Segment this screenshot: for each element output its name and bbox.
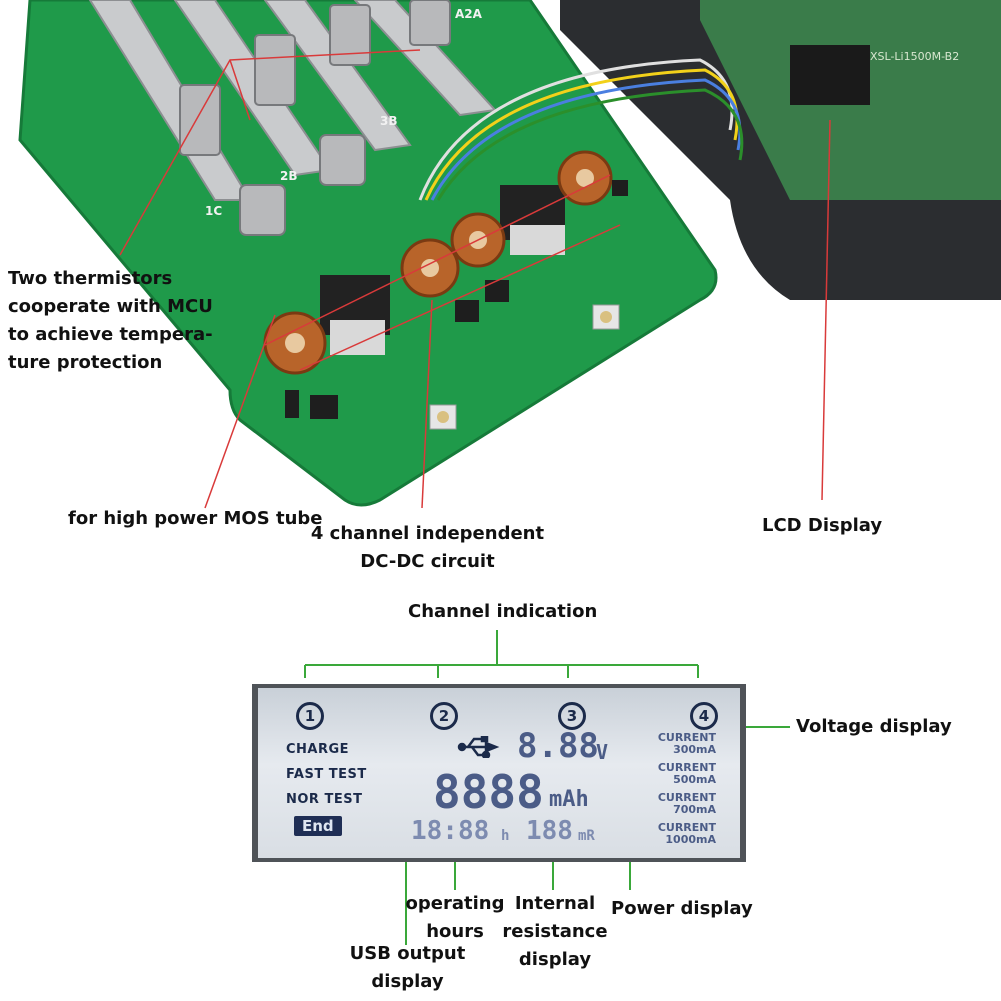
channel-4-indicator: 4	[690, 702, 718, 730]
callout-internal-resistance: Internal resistance display	[502, 893, 608, 970]
resistance-digits: 188	[526, 816, 573, 846]
tact-switches	[429, 304, 620, 430]
slot-marker-1: 1C	[205, 204, 222, 218]
mode-fast-test: FAST TEST	[286, 767, 367, 782]
lcd-controller-chip	[790, 45, 870, 105]
slot-marker-4: A2A	[455, 7, 483, 21]
time-digits: 18:88	[411, 816, 490, 846]
red-leader-lines	[119, 49, 831, 509]
capacity-unit: mAh	[549, 787, 589, 812]
callout-voltage-display: Voltage display	[796, 716, 952, 737]
resistance-unit: mR	[578, 828, 595, 844]
channel-1-indicator: 1	[296, 702, 324, 730]
mode-nor-test: NOR TEST	[286, 792, 363, 807]
callout-thermistors: Two thermistors cooperate with MCU to ac…	[8, 268, 213, 373]
callout-mos-tube: for high power MOS tube	[68, 508, 323, 529]
channel-2-indicator: 2	[430, 702, 458, 730]
lcd-panel: 1 2 3 4 CHARGE FAST TEST NOR TEST End 8.…	[252, 684, 746, 862]
mos-tubes	[320, 185, 565, 355]
callout-lcd-display: LCD Display	[762, 515, 883, 536]
lcd-module-housing: XSL-Li1500M-B2	[560, 0, 1001, 300]
time-unit: h	[501, 828, 510, 844]
ribbon-wires	[418, 58, 744, 201]
small-ics	[285, 180, 628, 419]
mode-end: End	[294, 816, 342, 836]
highlight-boxes	[264, 174, 621, 371]
capacity-digits: 8888	[433, 765, 544, 819]
battery-contacts	[179, 0, 451, 236]
callout-dcdc: 4 channel independent DC-DC circuit	[310, 523, 545, 572]
voltage-digits: 8.88	[517, 726, 599, 766]
usb-icon	[457, 736, 500, 758]
pcb-photo: XSL-Li1500M-B2	[18, 0, 1001, 509]
slot-marker-2: 2B	[280, 169, 298, 183]
callout-power-display: Power display	[611, 898, 753, 919]
slot-marker-3: 3B	[380, 114, 398, 128]
callout-channel-indication: Channel indication	[408, 601, 598, 622]
mode-charge: CHARGE	[286, 742, 350, 757]
toroid-inductors	[263, 150, 613, 375]
voltage-unit: V	[596, 740, 609, 764]
callout-operating-hours: operating hours	[405, 893, 505, 942]
callout-usb-output: USB output display	[349, 943, 466, 992]
channel-3-indicator: 3	[558, 702, 586, 730]
lcd-chip-label: XSL-Li1500M-B2	[870, 50, 959, 63]
